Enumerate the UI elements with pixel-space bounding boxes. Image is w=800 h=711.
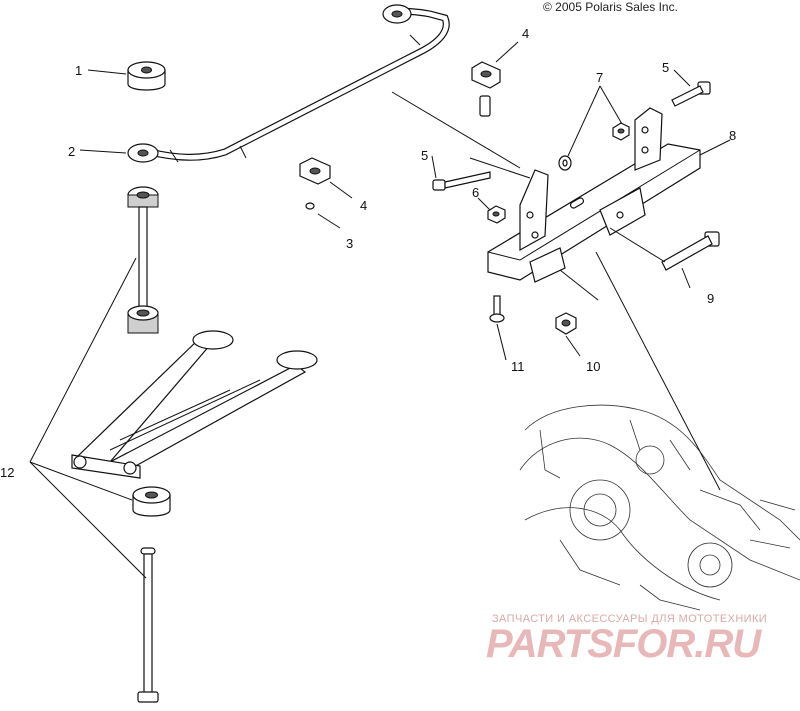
bushing-1 xyxy=(127,61,166,91)
copyright-notice: © 2005 Polaris Sales Inc. xyxy=(543,0,678,14)
callout-11: 11 xyxy=(511,359,525,374)
stabilizer-bar xyxy=(127,4,450,163)
callout-4-lower: 4 xyxy=(360,198,367,213)
nut-7 xyxy=(612,122,630,141)
crossmember-8 xyxy=(487,107,701,283)
callout-3: 3 xyxy=(346,236,353,251)
callout-4-upper: 4 xyxy=(522,26,529,41)
callout-6: 6 xyxy=(472,185,479,200)
callout-8: 8 xyxy=(729,128,736,143)
bolt-5-left xyxy=(432,171,491,191)
callout-12: 12 xyxy=(0,465,14,480)
bolt-11 xyxy=(489,295,505,323)
bolt-9 xyxy=(661,231,720,271)
callout-7: 7 xyxy=(596,70,603,85)
callout-5-left: 5 xyxy=(421,148,428,163)
clamp-4-lower xyxy=(299,157,331,210)
long-bolt-12 xyxy=(137,547,159,703)
a-arm xyxy=(71,330,318,479)
link-rod-12 xyxy=(127,186,159,334)
callout-10: 10 xyxy=(586,359,600,374)
watermark-tagline: ЗАПЧАСТИ И АКСЕССУАРЫ ДЛЯ МОТОТЕХНИКИ xyxy=(492,613,768,625)
callout-labels: 1 2 3 4 4 5 5 6 7 8 9 10 11 12 xyxy=(0,26,736,480)
nut-6 xyxy=(487,205,506,224)
washer-7 xyxy=(558,155,572,171)
callout-1: 1 xyxy=(75,63,82,78)
watermark-logo: PARTSFOR.RU xyxy=(486,622,761,666)
callout-5-right: 5 xyxy=(662,60,669,75)
engine-sketch xyxy=(519,404,800,611)
leader-lines xyxy=(29,41,731,579)
nut-10 xyxy=(555,312,577,335)
clamp-4-upper xyxy=(471,61,501,117)
bushing-12 xyxy=(132,486,171,517)
bolt-5-right xyxy=(671,81,711,107)
callout-2: 2 xyxy=(68,144,75,159)
callout-9: 9 xyxy=(707,291,714,306)
